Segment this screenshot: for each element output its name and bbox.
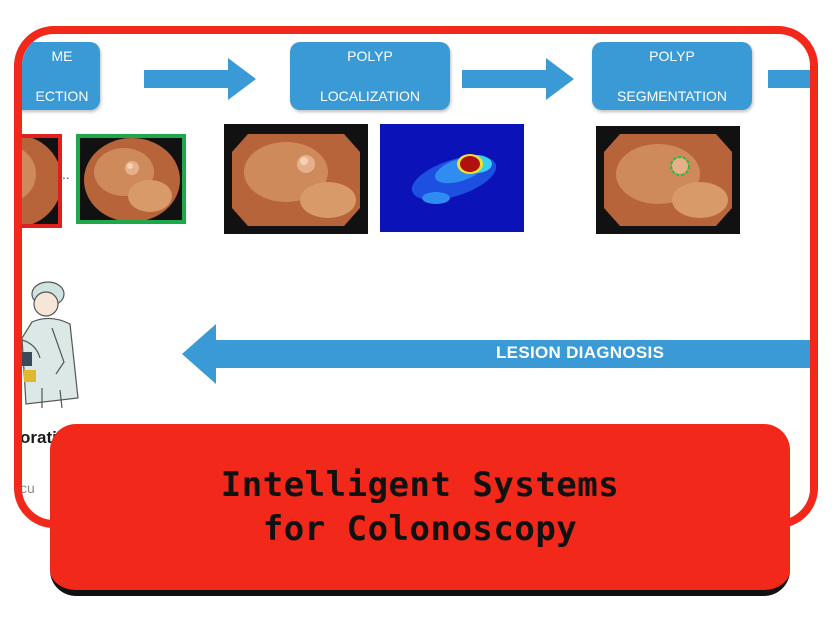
left-arrow-icon — [182, 324, 810, 384]
doctor-illustration — [22, 281, 79, 409]
step-polyp-segmentation: POLYP SEGMENTATION — [592, 42, 752, 110]
title-line-2: for Colonoscopy — [262, 509, 578, 549]
step-frame-detection-line2: ECTION — [35, 88, 89, 104]
localization-heatmap-image — [380, 124, 524, 232]
step-polyp-localization-line1: POLYP — [347, 48, 393, 64]
frame-thumbnail-selected — [76, 134, 186, 224]
title-card: Intelligent Systems for Colonoscopy — [50, 424, 790, 596]
localization-frame-image — [224, 124, 368, 234]
title-line-1: Intelligent Systems — [220, 465, 620, 505]
step-polyp-segmentation-line1: POLYP — [649, 48, 695, 64]
frame-thumbnail-rejected — [22, 134, 62, 228]
partial-heading-text: orati — [20, 428, 57, 447]
step-polyp-localization: POLYP LOCALIZATION — [290, 42, 450, 110]
step-frame-detection: ME ECTION — [22, 42, 100, 110]
partial-caption-text: cu — [20, 480, 35, 496]
segmentation-frame-image — [596, 126, 740, 234]
right-arrow-icon — [768, 70, 810, 88]
ellipsis-dots: .. — [62, 166, 70, 182]
step-polyp-localization-line2: LOCALIZATION — [319, 88, 421, 104]
lesion-diagnosis-label: LESION DIAGNOSIS — [496, 343, 665, 362]
step-frame-detection-line1: ME — [51, 48, 73, 64]
step-polyp-segmentation-line2: SEGMENTATION — [617, 88, 727, 104]
right-arrow-icon — [144, 58, 256, 100]
pipeline-diagram: ME ECTION POLYP LOCALIZATION POLYP SEGME… — [22, 34, 810, 520]
right-arrow-icon — [462, 58, 574, 100]
